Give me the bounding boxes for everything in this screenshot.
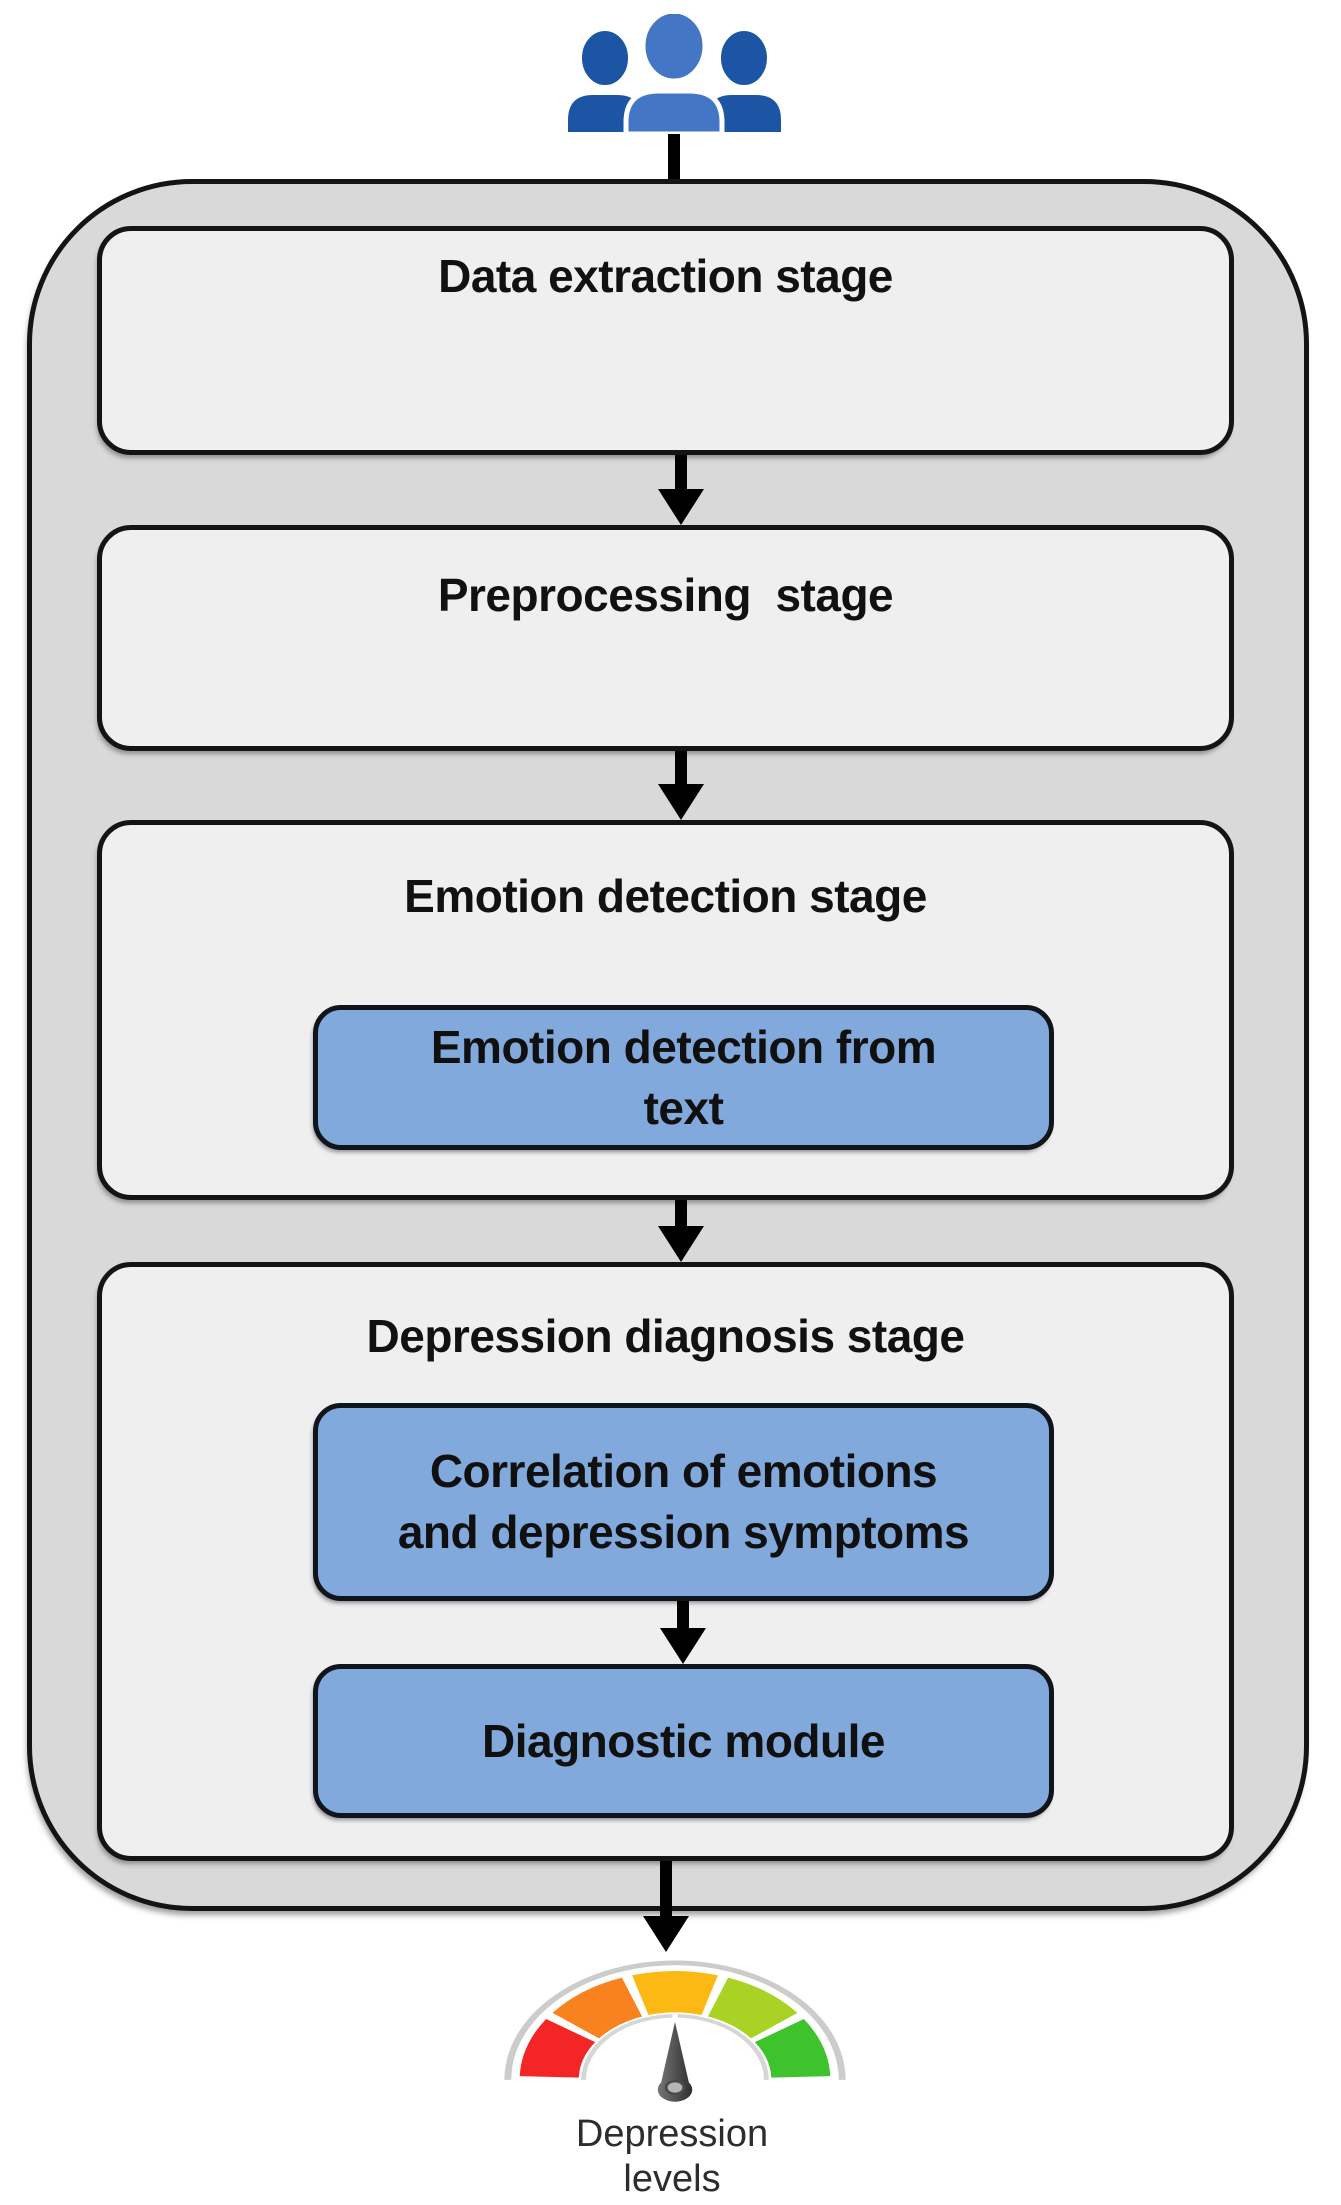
- arrow-head-icon: [658, 1226, 704, 1262]
- arrow-shaft: [675, 751, 687, 786]
- arrow-shaft: [660, 1861, 672, 1918]
- stage-emotion-detection: Emotion detection stage Emotion detectio…: [97, 820, 1234, 1200]
- gauge-needle-icon: [653, 2012, 697, 2104]
- gauge-segment-amber: [632, 1971, 718, 2016]
- gauge-icon: [504, 1960, 846, 2104]
- gauge-segment-green: [754, 2019, 831, 2078]
- stage-title: Data extraction stage: [438, 250, 893, 302]
- stage-data-extraction: Data extraction stage: [97, 226, 1234, 455]
- arrow-head-icon: [658, 784, 704, 820]
- arrow-shaft: [675, 455, 687, 491]
- arrow-shaft: [677, 1601, 689, 1630]
- arrow-head-icon: [643, 1916, 689, 1952]
- arrow-stage1-to-stage2: [658, 455, 704, 525]
- pipeline-container: Data extraction stage Preprocessing stag…: [27, 179, 1309, 1911]
- stage-depression-diagnosis: Depression diagnosis stage Correlation o…: [97, 1262, 1234, 1861]
- module-diagnostic: Diagnostic module: [313, 1664, 1054, 1818]
- gauge-outer-rim: [504, 1960, 846, 2080]
- arrow-head-icon: [660, 1628, 706, 1664]
- stage-title: Depression diagnosis stage: [366, 1310, 965, 1362]
- people-group-icon: [564, 14, 785, 134]
- person-center-icon: [623, 14, 725, 134]
- arrow-stage3-to-stage4: [658, 1200, 704, 1262]
- gauge-caption: Depression levels: [575, 2113, 769, 2200]
- stage-title: Emotion detection stage: [404, 870, 927, 922]
- arrow-head-icon: [658, 489, 704, 525]
- stage-preprocessing: Preprocessing stage: [97, 525, 1234, 751]
- arrow-pipeline-to-gauge: [643, 1861, 689, 1952]
- stage-title: Preprocessing stage: [437, 569, 894, 621]
- arrow-shaft: [675, 1200, 687, 1228]
- module-label: Emotion detection from text: [430, 1020, 937, 1134]
- gauge-segment-red: [519, 2019, 596, 2078]
- gauge-segment-orange: [552, 1977, 643, 2039]
- gauge-segment-yellow-green: [707, 1977, 798, 2039]
- module-correlation-emotions-symptoms: Correlation of emotions and depression s…: [313, 1403, 1054, 1601]
- module-label: Correlation of emotions and depression s…: [397, 1445, 970, 1558]
- arrow-stage2-to-stage3: [658, 751, 704, 820]
- arrow-correlation-to-diagnostic: [660, 1601, 706, 1664]
- module-emotion-detection-from-text: Emotion detection from text: [313, 1005, 1054, 1150]
- module-label: Diagnostic module: [482, 1714, 885, 1767]
